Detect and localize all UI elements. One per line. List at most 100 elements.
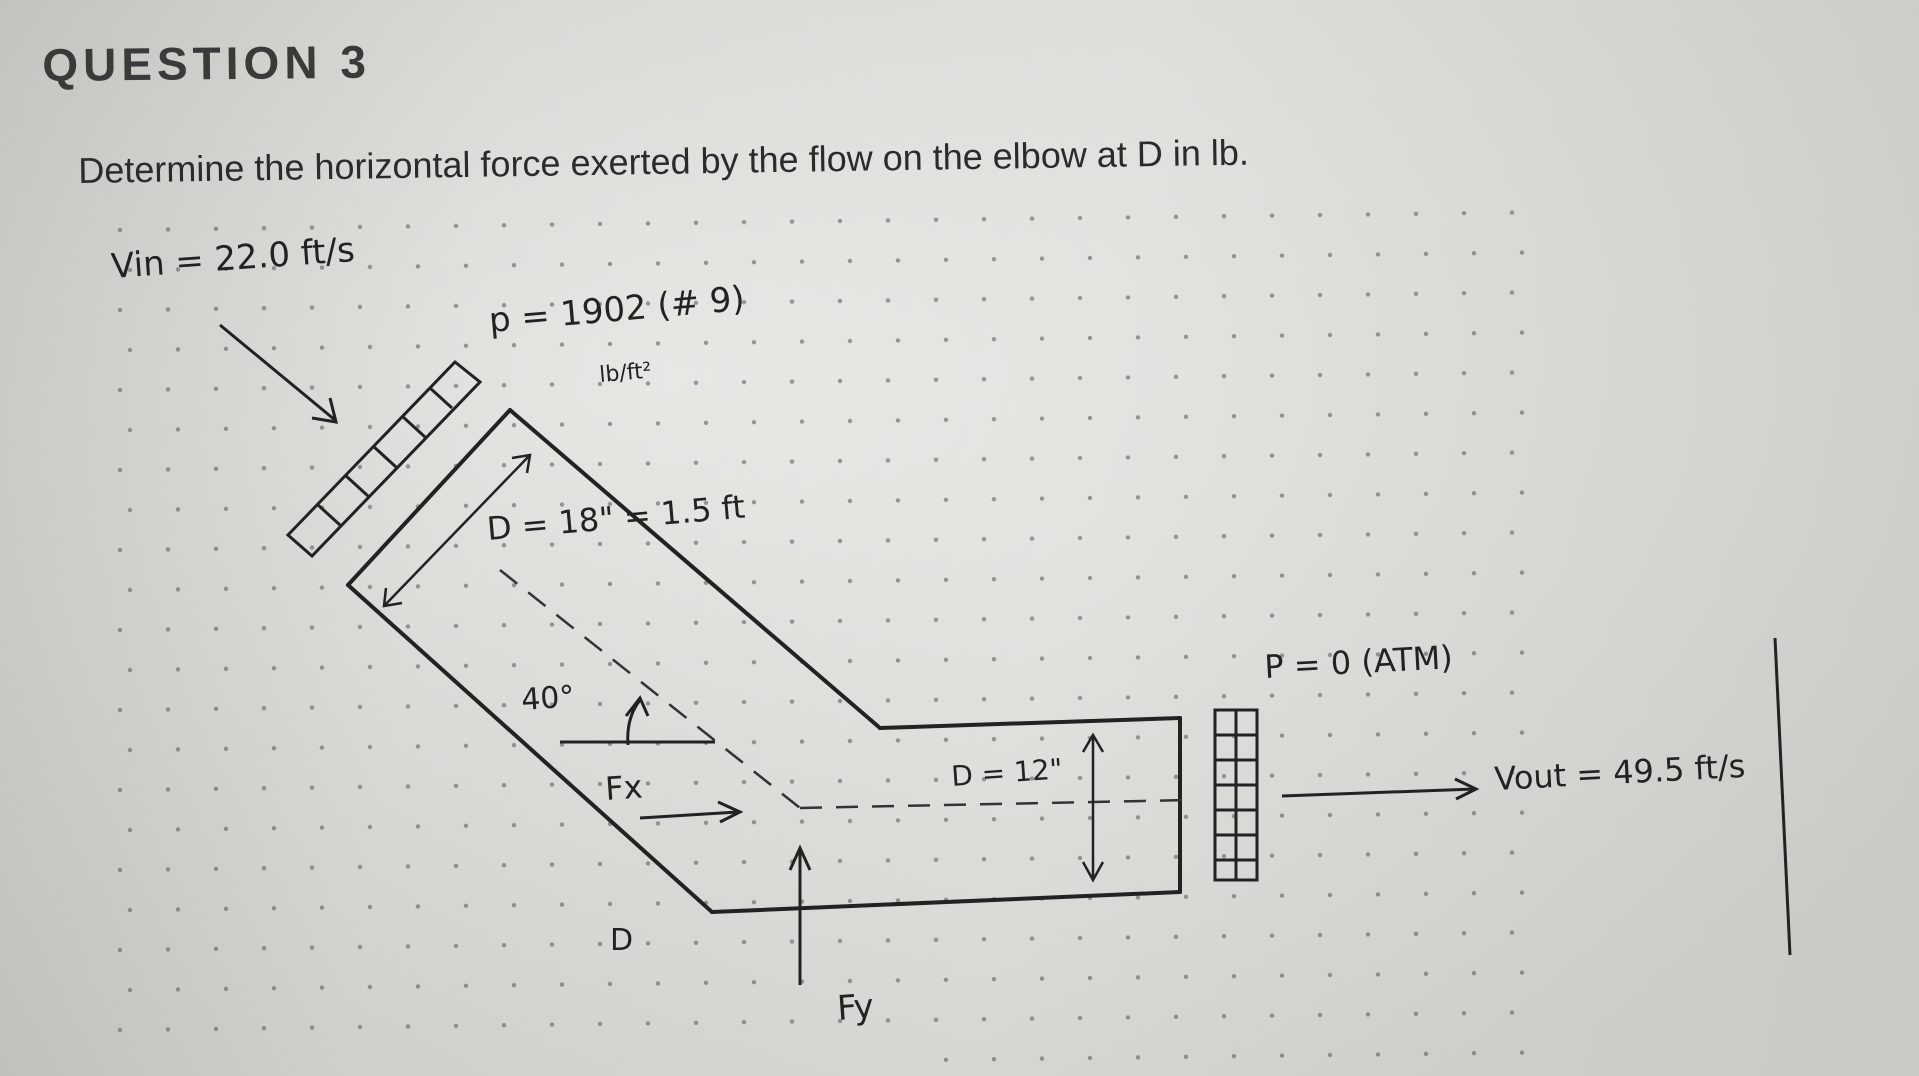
label-angle: 40° bbox=[520, 679, 575, 718]
grid-dot bbox=[165, 1027, 171, 1032]
grid-dot bbox=[703, 260, 709, 265]
grid-dot bbox=[1269, 613, 1275, 618]
fy-arrow bbox=[788, 844, 812, 985]
outlet-velocity-arrow bbox=[1281, 777, 1480, 801]
grid-dot bbox=[703, 980, 709, 985]
grid-dot bbox=[1471, 891, 1477, 896]
grid-dot bbox=[1173, 214, 1179, 219]
grid-dot bbox=[991, 497, 997, 502]
grid-dot bbox=[991, 577, 997, 582]
grid-dot bbox=[1509, 610, 1515, 615]
grid-dot bbox=[1375, 972, 1381, 977]
grid-dot bbox=[453, 943, 459, 948]
grid-dot bbox=[1375, 412, 1381, 417]
grid-dot bbox=[1317, 372, 1323, 378]
grid-dot bbox=[165, 387, 171, 392]
grid-dot bbox=[1461, 691, 1467, 696]
grid-dot bbox=[319, 985, 325, 990]
grid-dot bbox=[367, 504, 373, 510]
grid-dot bbox=[1375, 652, 1381, 657]
grid-dot bbox=[127, 747, 133, 753]
grid-dot bbox=[1087, 815, 1093, 821]
grid-dot bbox=[1173, 454, 1179, 459]
grid-dot bbox=[1077, 455, 1083, 461]
grid-dot bbox=[127, 907, 133, 913]
grid-dot bbox=[741, 620, 747, 625]
grid-dot bbox=[1327, 492, 1333, 498]
grid-dot bbox=[1231, 254, 1237, 259]
grid-dot bbox=[501, 303, 507, 308]
grid-dot bbox=[789, 619, 795, 624]
grid-dot bbox=[1221, 774, 1227, 779]
grid-dot bbox=[1269, 853, 1275, 858]
grid-dot bbox=[1317, 932, 1323, 938]
grid-dot bbox=[693, 1020, 699, 1025]
grid-dot bbox=[405, 784, 411, 789]
grid-dot bbox=[1317, 612, 1323, 618]
grid-dot bbox=[703, 660, 709, 665]
grid-dot bbox=[693, 860, 699, 865]
grid-dot bbox=[1077, 215, 1083, 221]
grid-dot bbox=[1471, 811, 1477, 816]
grid-dot bbox=[1221, 294, 1227, 299]
grid-dot bbox=[127, 267, 133, 273]
grid-dot bbox=[415, 264, 421, 269]
grid-dot bbox=[367, 824, 373, 830]
grid-dot bbox=[261, 1026, 267, 1031]
grid-dot bbox=[693, 700, 699, 705]
grid-dot bbox=[1365, 372, 1371, 377]
grid-dot bbox=[319, 825, 325, 830]
grid-dot bbox=[559, 902, 565, 907]
grid-dot bbox=[933, 857, 939, 862]
grid-dot bbox=[693, 940, 699, 945]
grid-dot bbox=[213, 626, 219, 631]
grid-dot bbox=[501, 943, 507, 948]
grid-dot bbox=[933, 457, 939, 462]
grid-dot bbox=[405, 944, 411, 949]
grid-dot bbox=[1279, 893, 1285, 898]
grid-dot bbox=[1135, 975, 1141, 980]
grid-dot bbox=[1269, 293, 1275, 298]
grid-dot bbox=[645, 701, 651, 706]
grid-dot bbox=[165, 547, 171, 552]
pipe-inlet-face bbox=[346, 408, 512, 587]
grid-dot bbox=[1365, 692, 1371, 697]
grid-dot bbox=[885, 218, 891, 223]
grid-dot bbox=[895, 898, 901, 903]
grid-dot bbox=[1183, 974, 1189, 979]
grid-dot bbox=[175, 507, 181, 512]
grid-dot bbox=[645, 461, 651, 466]
grid-dot bbox=[1413, 611, 1419, 616]
grid-dot bbox=[1183, 734, 1189, 739]
grid-dot bbox=[885, 618, 891, 623]
grid-dot bbox=[405, 464, 411, 469]
grid-dot bbox=[511, 263, 517, 268]
grid-dot bbox=[271, 346, 277, 351]
grid-dot bbox=[511, 903, 517, 908]
grid-dot bbox=[453, 623, 459, 628]
grid-dot bbox=[367, 664, 373, 670]
grid-dot bbox=[1183, 1054, 1189, 1060]
grid-dot bbox=[501, 783, 507, 788]
grid-dot bbox=[261, 546, 267, 551]
grid-dot bbox=[607, 341, 613, 347]
grid-dot bbox=[607, 661, 613, 667]
grid-dot bbox=[1039, 416, 1045, 421]
grid-dot bbox=[1519, 330, 1525, 335]
grid-dot bbox=[789, 939, 795, 944]
grid-dot bbox=[405, 704, 411, 709]
grid-dot bbox=[1413, 771, 1419, 776]
grid-dot bbox=[991, 657, 997, 662]
grid-dot bbox=[175, 347, 181, 352]
grid-dot bbox=[1231, 494, 1237, 499]
grid-dot bbox=[1365, 532, 1371, 537]
grid-dot bbox=[165, 947, 171, 952]
grid-dot bbox=[223, 346, 229, 351]
grid-dot bbox=[1087, 495, 1093, 501]
grid-dot bbox=[1375, 812, 1381, 817]
grid-dot bbox=[367, 904, 373, 910]
grid-dot bbox=[213, 386, 219, 391]
grid-dot bbox=[1279, 813, 1285, 818]
grid-dot bbox=[789, 779, 795, 784]
grid-dot bbox=[127, 507, 133, 513]
